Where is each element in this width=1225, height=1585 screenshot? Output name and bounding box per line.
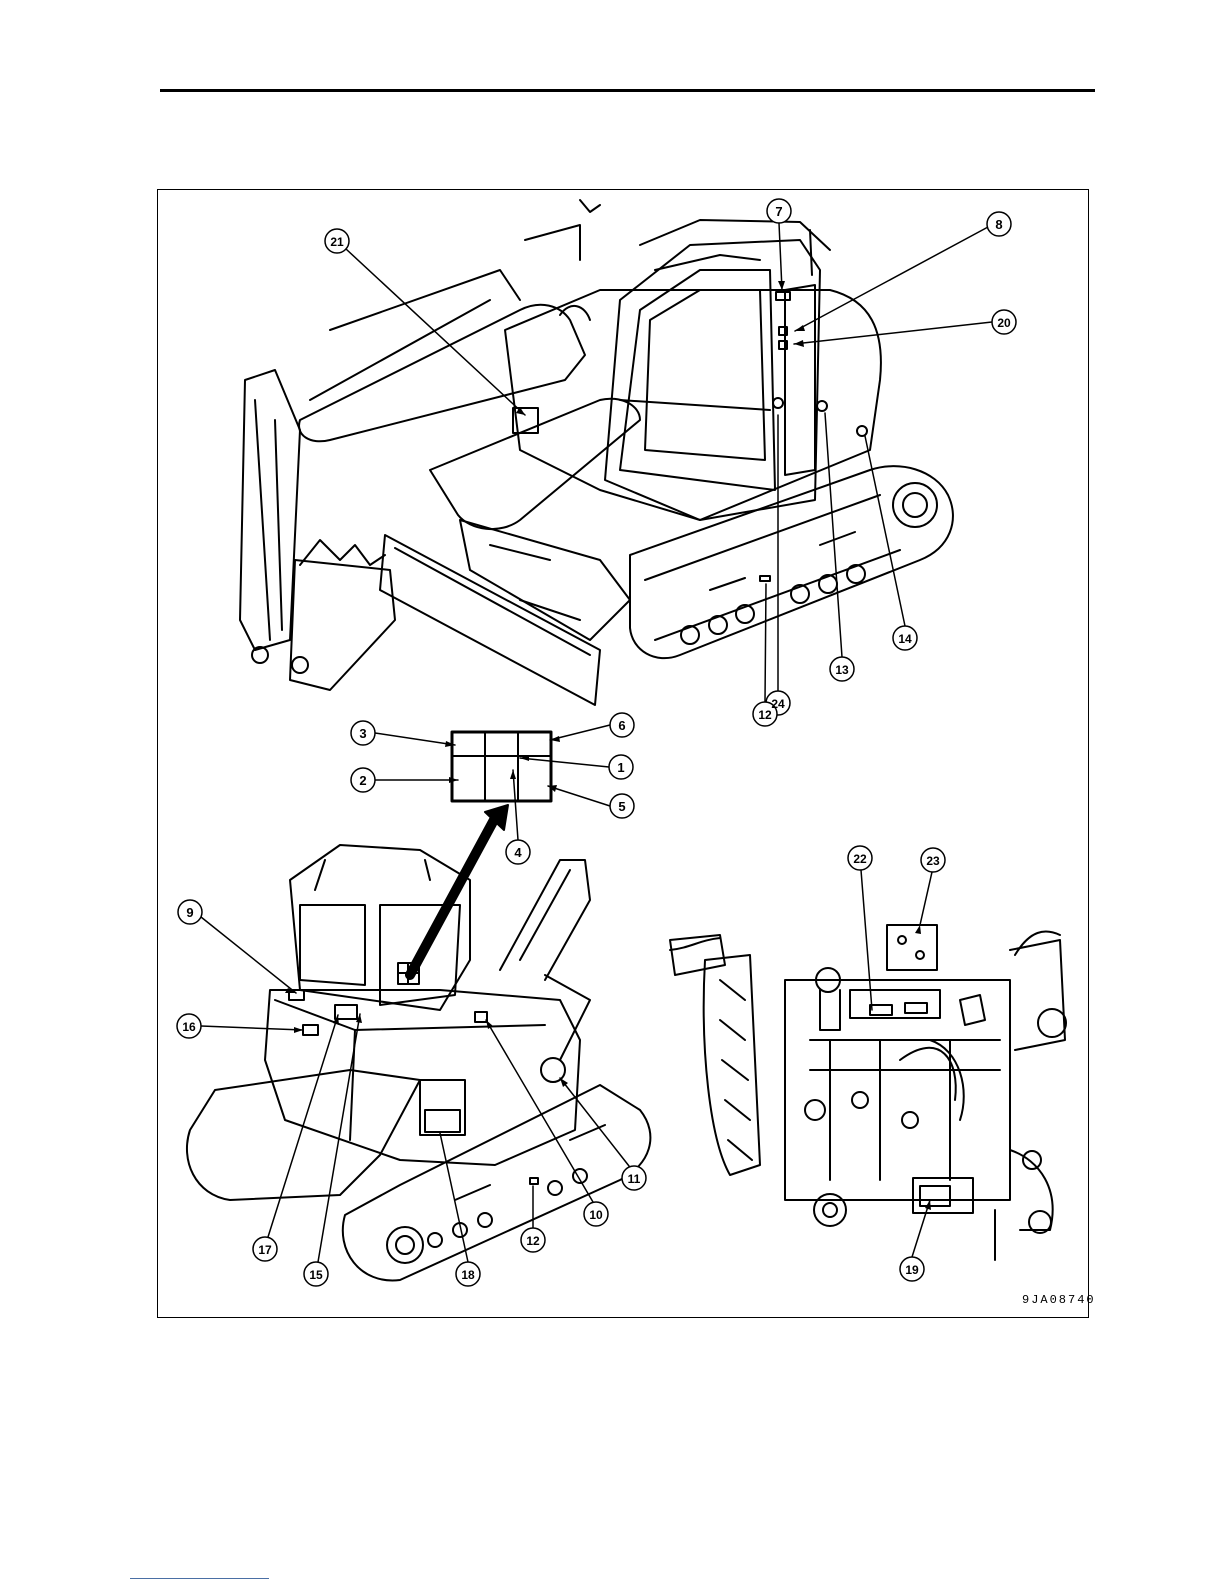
label-panel-detail (452, 732, 551, 801)
callout-label: 21 (330, 235, 344, 249)
callout-label: 12 (526, 1234, 540, 1248)
callout-label: 5 (618, 799, 625, 814)
callout-label: 6 (618, 718, 625, 733)
footer-link-rule (130, 1578, 269, 1579)
callout-label: 20 (997, 316, 1011, 330)
callout-label: 8 (995, 217, 1002, 232)
callout-label: 2 (359, 773, 366, 788)
callout-label: 11 (628, 1172, 641, 1186)
callout-label: 18 (461, 1268, 475, 1282)
callout-label: 7 (775, 204, 782, 219)
engine-compartment-view (670, 925, 1066, 1260)
excavator-rear-view (187, 845, 650, 1280)
callout-label: 4 (514, 845, 522, 860)
figure-code: 9JA08740 (1022, 1293, 1096, 1307)
detail-pointer-arrow (410, 805, 508, 975)
callout-label: 13 (835, 663, 849, 677)
callout-label: 14 (898, 632, 912, 646)
callout-label: 16 (182, 1020, 196, 1034)
callout-label: 15 (309, 1268, 323, 1282)
callout-label: 12 (758, 708, 772, 722)
excavator-front-view (240, 200, 953, 705)
callout-label: 3 (359, 726, 366, 741)
callout-label: 19 (905, 1263, 919, 1277)
callout-label: 17 (258, 1243, 272, 1257)
callout-circles (177, 199, 1016, 1286)
callout-label: 23 (926, 854, 940, 868)
callout-label: 9 (186, 905, 193, 920)
callout-label: 1 (617, 760, 624, 775)
callout-label: 10 (589, 1208, 603, 1222)
callout-label: 24 (771, 697, 785, 711)
callout-leaders (201, 223, 992, 1262)
callout-label: 22 (853, 852, 867, 866)
